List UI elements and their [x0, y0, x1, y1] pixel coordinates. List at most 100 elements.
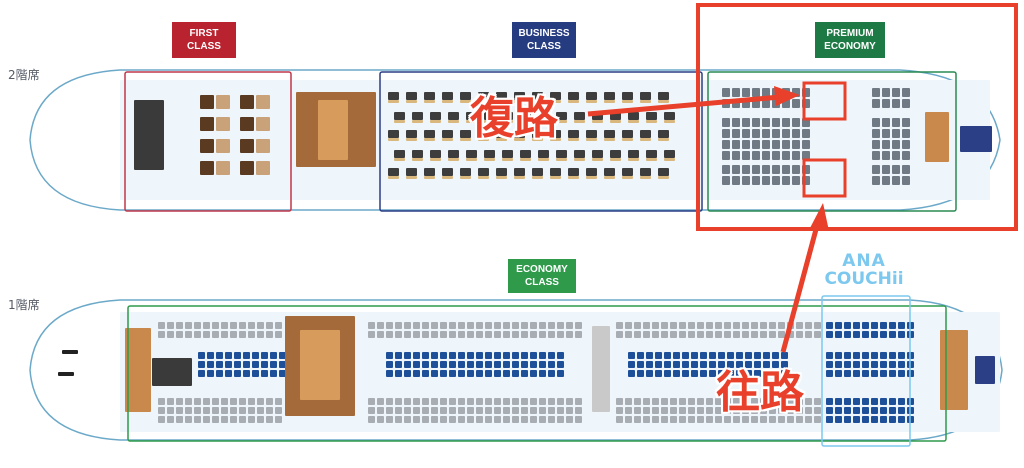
- economy-seat: [853, 416, 860, 423]
- premium-economy-seat: [882, 176, 890, 185]
- economy-seat: [176, 331, 183, 338]
- economy-seat: [616, 416, 623, 423]
- business-seat: [550, 92, 561, 100]
- premium-economy-seat: [802, 129, 810, 138]
- economy-seat: [616, 331, 623, 338]
- premium-economy-seat: [792, 140, 800, 149]
- economy-seat: [198, 352, 205, 359]
- economy-seat: [760, 322, 767, 329]
- economy-seat: [853, 370, 860, 377]
- business-seat: [658, 130, 669, 138]
- business-seat: [388, 168, 399, 176]
- economy-seat: [203, 398, 210, 405]
- business-seat: [514, 168, 525, 176]
- economy-seat: [736, 352, 743, 359]
- economy-seat: [521, 361, 528, 368]
- business-seat-ottoman: [550, 100, 561, 103]
- economy-seat: [248, 407, 255, 414]
- economy-seat: [853, 331, 860, 338]
- business-seat-ottoman: [406, 138, 417, 141]
- economy-seat: [826, 398, 833, 405]
- economy-seat: [634, 322, 641, 329]
- economy-seat: [889, 331, 896, 338]
- economy-seat: [207, 361, 214, 368]
- economy-seat: [652, 398, 659, 405]
- economy-seat: [634, 407, 641, 414]
- premium-economy-seat: [772, 165, 780, 174]
- economy-seat: [733, 416, 740, 423]
- business-seat-ottoman: [574, 120, 585, 123]
- premium-economy-seat: [872, 99, 880, 108]
- economy-seat: [670, 398, 677, 405]
- economy-seat: [248, 398, 255, 405]
- economy-seat: [625, 331, 632, 338]
- premium-economy-seat: [902, 88, 910, 97]
- economy-seat: [700, 352, 707, 359]
- premium-economy-seat: [892, 129, 900, 138]
- economy-seat: [539, 398, 546, 405]
- economy-seat: [826, 331, 833, 338]
- business-seat: [568, 168, 579, 176]
- business-seat-ottoman: [610, 158, 621, 161]
- business-seat-ottoman: [604, 176, 615, 179]
- premium-economy-seat: [782, 176, 790, 185]
- economy-seat: [715, 398, 722, 405]
- economy-seat: [880, 331, 887, 338]
- economy-seat: [880, 370, 887, 377]
- economy-seat: [844, 407, 851, 414]
- economy-seat: [194, 416, 201, 423]
- premium-economy-seat: [752, 151, 760, 160]
- economy-seat: [176, 407, 183, 414]
- economy-seat: [494, 331, 501, 338]
- economy-seat: [826, 361, 833, 368]
- economy-seat: [664, 370, 671, 377]
- economy-seat: [230, 407, 237, 414]
- economy-seat: [221, 407, 228, 414]
- economy-seat: [225, 370, 232, 377]
- economy-seat: [521, 322, 528, 329]
- economy-seat: [745, 352, 752, 359]
- economy-seat: [431, 322, 438, 329]
- business-seat-ottoman: [556, 120, 567, 123]
- economy-seat: [266, 322, 273, 329]
- economy-seat: [643, 398, 650, 405]
- economy-seat: [566, 331, 573, 338]
- economy-seat: [395, 361, 402, 368]
- business-seat: [460, 168, 471, 176]
- mid-lav: [592, 326, 610, 412]
- business-seat-ottoman: [532, 100, 543, 103]
- economy-seat: [706, 416, 713, 423]
- economy-seat: [266, 331, 273, 338]
- economy-seat: [216, 352, 223, 359]
- business-seat: [550, 130, 561, 138]
- business-seat: [520, 112, 531, 120]
- economy-seat: [673, 352, 680, 359]
- economy-seat: [207, 352, 214, 359]
- first-seat: [200, 117, 214, 131]
- economy-seat: [862, 322, 869, 329]
- economy-seat: [742, 398, 749, 405]
- premium-economy-seat: [722, 151, 730, 160]
- economy-seat: [386, 352, 393, 359]
- economy-seat: [871, 361, 878, 368]
- business-seat: [394, 112, 405, 120]
- business-seat-ottoman: [664, 120, 675, 123]
- economy-seat: [422, 407, 429, 414]
- economy-seat: [467, 331, 474, 338]
- first-seat-table: [216, 95, 230, 109]
- economy-seat: [368, 407, 375, 414]
- business-seat-ottoman: [658, 138, 669, 141]
- premium-economy-seat: [872, 118, 880, 127]
- economy-seat: [530, 370, 537, 377]
- economy-seat: [862, 416, 869, 423]
- business-seat: [460, 92, 471, 100]
- economy-seat: [826, 352, 833, 359]
- business-seat-ottoman: [532, 176, 543, 179]
- outbound-seat-box: [802, 158, 847, 198]
- economy-seat: [476, 407, 483, 414]
- economy-seat: [503, 361, 510, 368]
- economy-seat: [279, 361, 286, 368]
- economy-seat: [880, 322, 887, 329]
- economy-seat: [395, 331, 402, 338]
- business-seat-ottoman: [592, 120, 603, 123]
